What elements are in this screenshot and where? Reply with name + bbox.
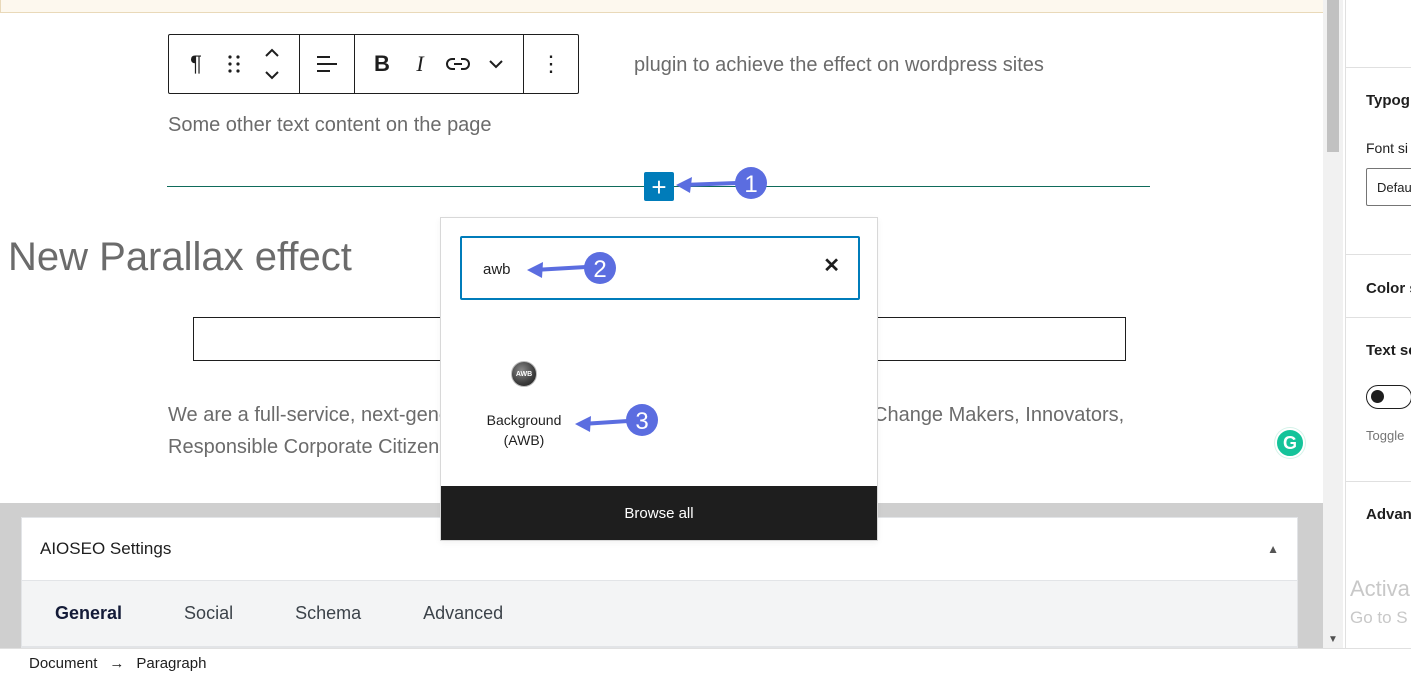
clear-search-icon[interactable]: ✕ <box>823 255 840 277</box>
typography-title[interactable]: Typog <box>1366 92 1410 109</box>
meta-boxes-area: AIOSEO Settings ▲ General Social Schema … <box>0 503 1323 648</box>
align-icon[interactable] <box>308 35 346 93</box>
block-inserter-popover: awb ✕ AWB Background (AWB) Browse all <box>440 217 878 541</box>
paragraph-1[interactable]: plugin to achieve the effect on wordpres… <box>634 54 1044 76</box>
text-selection-title[interactable]: Text se <box>1366 342 1411 359</box>
options-icon[interactable]: ⋮ <box>540 51 562 76</box>
italic-icon[interactable]: I <box>416 51 424 76</box>
toggle-knob <box>1371 390 1384 403</box>
aioseo-tabs: General Social Schema Advanced <box>22 581 1297 647</box>
scrollbar-thumb[interactable] <box>1327 0 1339 152</box>
toolbar-group-format: B I <box>355 35 524 93</box>
breadcrumb-document[interactable]: Document <box>29 654 98 672</box>
typography-panel <box>1346 68 1411 255</box>
move-up-down-icon[interactable] <box>253 35 291 93</box>
breadcrumb-separator: → <box>109 654 125 672</box>
tab-general[interactable]: General <box>55 603 123 623</box>
grammarly-icon[interactable]: G <box>1275 428 1305 458</box>
add-block-button[interactable]: + <box>644 172 674 201</box>
link-icon[interactable] <box>439 35 477 93</box>
more-formatting-icon[interactable] <box>477 35 515 93</box>
sidebar-top-panel <box>1346 0 1411 68</box>
aioseo-header[interactable]: AIOSEO Settings ▲ <box>22 518 1297 581</box>
block-search-input[interactable]: awb ✕ <box>460 236 860 300</box>
toolbar-group-block: ¶ <box>169 35 300 93</box>
paragraph-icon[interactable]: ¶ <box>190 51 202 76</box>
toolbar-group-options: ⋮ <box>524 35 578 93</box>
heading-block[interactable]: New Parallax effect <box>8 235 352 279</box>
block-result-label: Background (AWB) <box>471 410 577 450</box>
tab-social[interactable]: Social <box>184 603 234 623</box>
toolbar-group-align <box>300 35 355 93</box>
paragraph-2[interactable]: Some other text content on the page <box>168 114 492 136</box>
paragraph-3-line2[interactable]: Responsible Corporate Citizens <box>168 436 450 458</box>
awb-logo-icon: AWB <box>511 361 537 387</box>
block-result-label-line2: (AWB) <box>503 432 545 448</box>
toggle-help-text: Toggle <box>1366 428 1405 443</box>
block-breadcrumb: Document → Paragraph <box>0 648 1411 677</box>
aioseo-title: AIOSEO Settings <box>40 539 172 558</box>
collapse-caret-icon[interactable]: ▲ <box>1267 542 1279 556</box>
font-size-label: Font si <box>1366 140 1409 156</box>
tab-advanced[interactable]: Advanced <box>423 603 504 623</box>
notice-strip <box>0 0 1323 13</box>
block-result-awb[interactable]: AWB Background (AWB) <box>471 351 577 461</box>
bold-icon[interactable]: B <box>374 51 390 76</box>
scroll-down-arrow-icon[interactable]: ▼ <box>1328 633 1338 645</box>
text-selection-panel <box>1346 318 1411 482</box>
paragraph-3-line1-start[interactable]: We are a full-service, next-gene <box>168 404 450 426</box>
browse-all-button[interactable]: Browse all <box>441 486 877 540</box>
search-value: awb <box>483 261 511 278</box>
paragraph-3-line1-end[interactable]: Change Makers, Innovators, <box>873 404 1125 426</box>
advanced-title[interactable]: Advan <box>1366 506 1411 523</box>
text-selection-toggle[interactable] <box>1366 385 1411 409</box>
breadcrumb-paragraph[interactable]: Paragraph <box>136 654 207 672</box>
block-result-label-line1: Background <box>486 412 562 428</box>
editor-scrollbar[interactable]: ▼ <box>1323 0 1343 648</box>
aioseo-panel: AIOSEO Settings ▲ General Social Schema … <box>21 517 1298 648</box>
settings-sidebar: Typog Font si Defau Color s Text se Togg… <box>1345 0 1411 648</box>
activation-watermark-line1: Activa <box>1350 576 1410 601</box>
activation-watermark-line2: Go to S <box>1350 608 1408 627</box>
tab-schema[interactable]: Schema <box>295 603 362 623</box>
color-panel <box>1346 255 1411 318</box>
font-size-select[interactable]: Defau <box>1366 168 1411 206</box>
block-toolbar: ¶ B I ⋮ <box>168 34 579 94</box>
color-settings-title[interactable]: Color s <box>1366 280 1411 297</box>
drag-handle-icon[interactable] <box>215 35 253 93</box>
